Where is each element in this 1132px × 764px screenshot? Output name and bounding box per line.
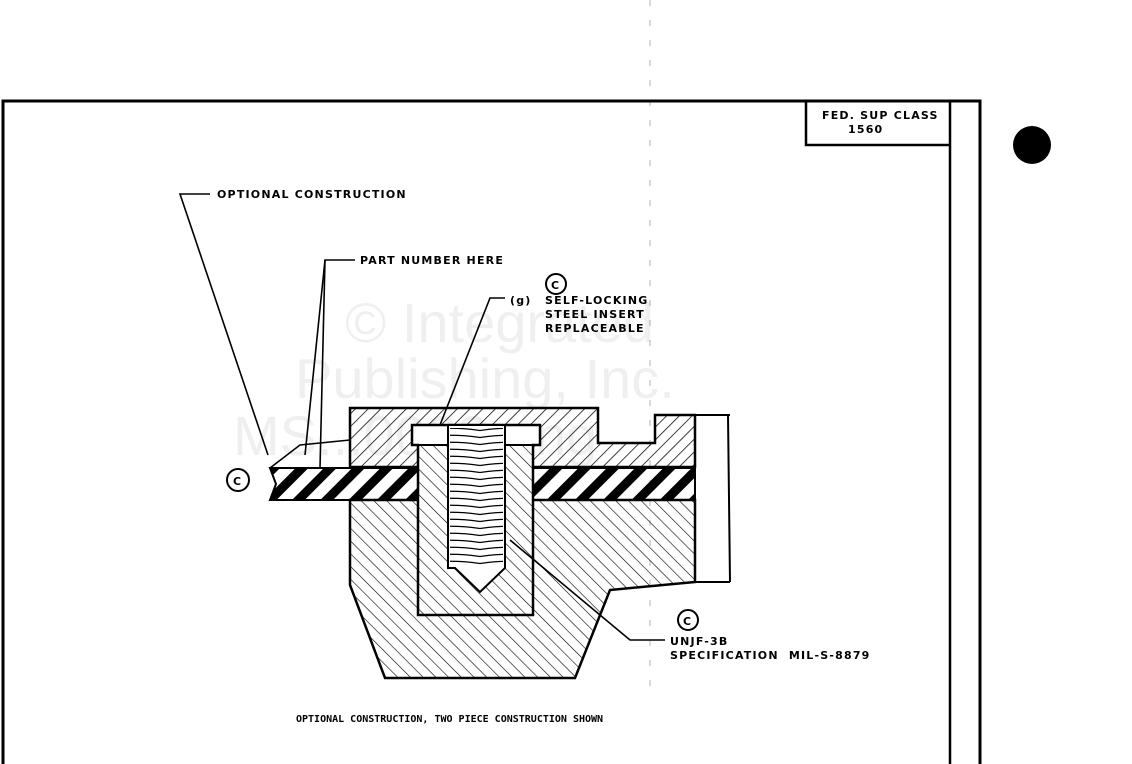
punch-hole-dot xyxy=(1013,126,1051,164)
insert-label-line2: STEEL INSERT xyxy=(545,308,645,321)
svg-text:Publishing, Inc.: Publishing, Inc. xyxy=(295,347,675,410)
optional-construction-label: OPTIONAL CONSTRUCTION xyxy=(217,188,407,201)
svg-text:C: C xyxy=(233,475,242,488)
title-block: FED. SUP CLASS 1560 xyxy=(804,101,950,147)
svg-text:© Integrated: © Integrated xyxy=(345,291,654,354)
thread-label-line2: SPECIFICATION MIL-S-8879 xyxy=(670,649,871,662)
thread-lines xyxy=(450,428,503,566)
drawing-caption: OPTIONAL CONSTRUCTION, TWO PIECE CONSTRU… xyxy=(296,714,603,725)
part-number-label: PART NUMBER HERE xyxy=(360,254,504,267)
title-block-line2: 1560 xyxy=(848,123,883,136)
title-block-line1: FED. SUP CLASS xyxy=(822,109,939,122)
change-mark-plate: C xyxy=(226,468,250,492)
thread-label-line1: UNJF-3B xyxy=(670,635,728,648)
sheet-frame xyxy=(1,0,982,764)
change-mark-thread: C xyxy=(677,609,699,631)
self-locking-insert xyxy=(410,423,542,617)
insert-label-line1: SELF-LOCKING xyxy=(545,294,648,307)
leader-lines xyxy=(178,193,665,641)
optional-edge-line xyxy=(269,439,351,469)
svg-text:C: C xyxy=(683,615,692,628)
insert-label-line3: REPLACEABLE xyxy=(545,322,645,335)
body-extension-lines xyxy=(695,414,731,583)
svg-text:C: C xyxy=(551,279,560,292)
change-mark-insert: C xyxy=(545,273,567,295)
insert-marker: (g) xyxy=(510,294,532,307)
